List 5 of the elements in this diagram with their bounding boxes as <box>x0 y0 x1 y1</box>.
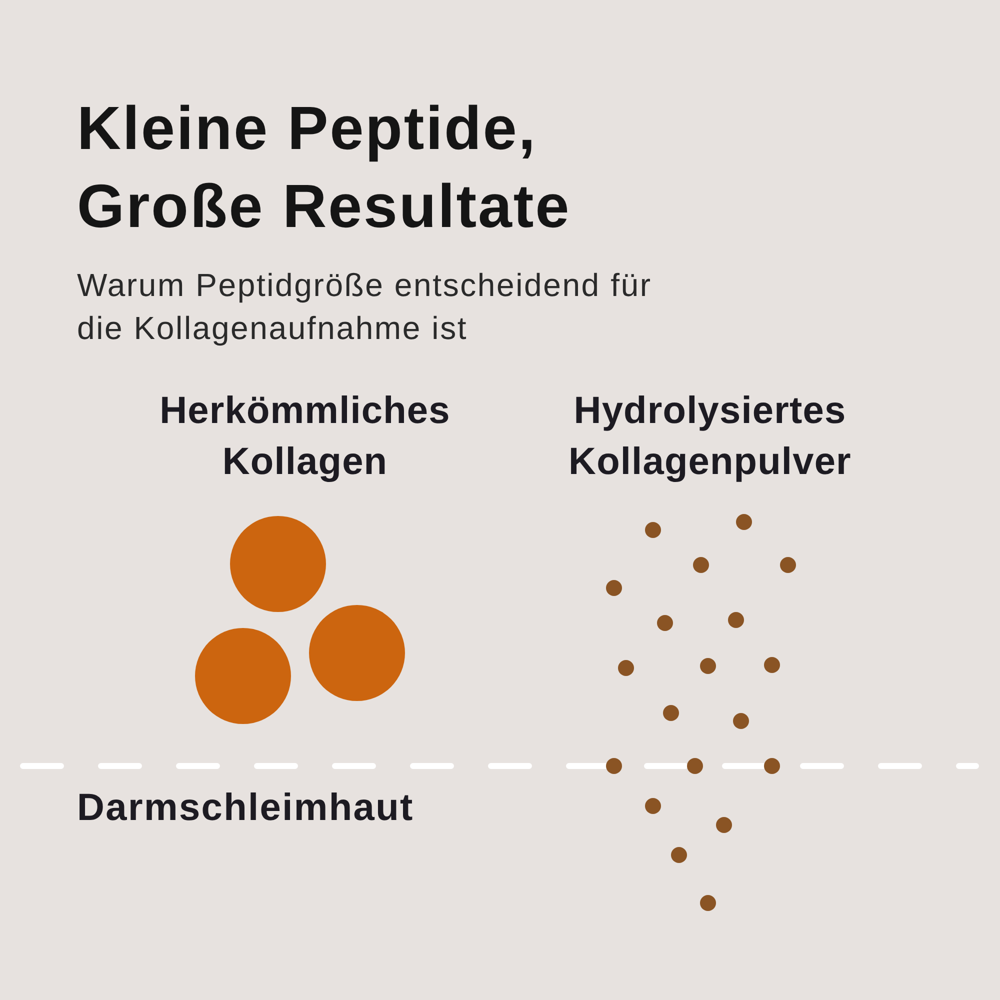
membrane-label: Darmschleimhaut <box>77 786 415 831</box>
title: Kleine Peptide, Große Resultate <box>77 93 572 242</box>
column-heading: Herkömmliches Kollagen <box>158 389 452 485</box>
subtitle: Warum Peptidgröße entscheidend für die Kollagenaufnahme ist <box>77 266 653 348</box>
column-heading: Hydrolysiertes Kollagenpulver <box>568 389 852 485</box>
